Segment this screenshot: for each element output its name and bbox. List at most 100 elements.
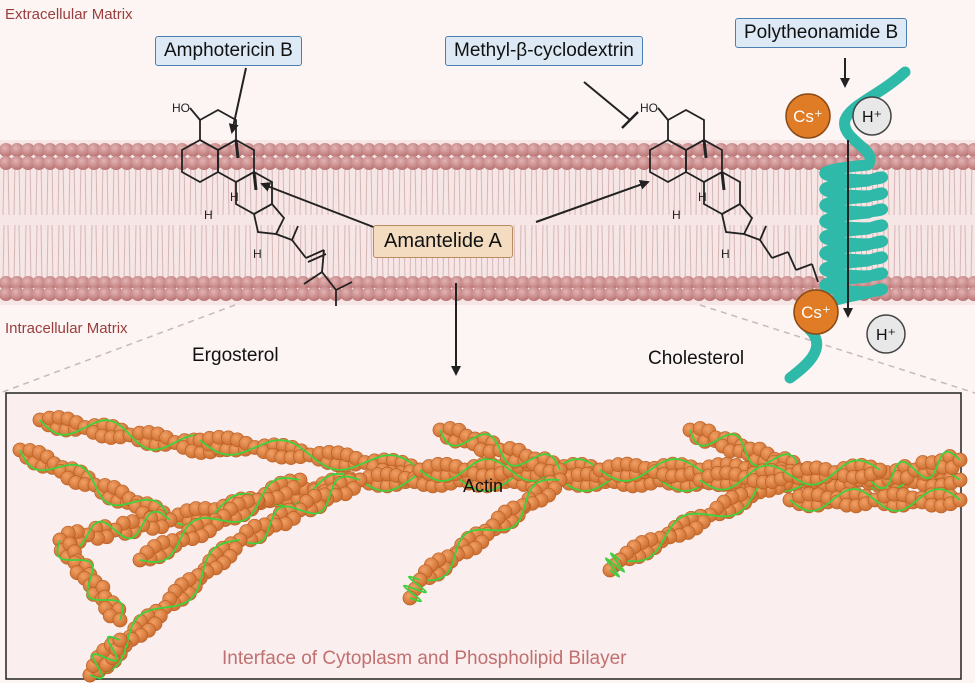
- lipid-tail: [948, 224, 956, 284]
- lipid-head: [285, 276, 299, 290]
- lipid-head: [472, 143, 486, 157]
- lipid-head: [362, 276, 376, 290]
- lipid-tail: [409, 161, 417, 216]
- lipid-head: [0, 276, 13, 290]
- lipid-tail: [574, 224, 582, 284]
- cesium-ion-label-bottom: Cs⁺: [801, 303, 831, 322]
- lipid-tail: [772, 224, 780, 284]
- actin-wrap-strand: [402, 575, 428, 603]
- lipid-head: [593, 156, 607, 170]
- lipid-head: [395, 276, 409, 290]
- actin-filament: [412, 472, 568, 588]
- lipid-head: [747, 143, 761, 157]
- lipid-tail: [57, 161, 65, 216]
- lipid-head: [406, 143, 420, 157]
- lipid-tail: [750, 161, 758, 216]
- lipid-head: [43, 143, 57, 157]
- lipid-head: [362, 156, 376, 170]
- lipid-head: [274, 287, 288, 301]
- lipid-head: [714, 156, 728, 170]
- lipid-head: [219, 276, 233, 290]
- lipid-tail: [343, 224, 351, 284]
- lipid-head: [197, 287, 211, 301]
- lipid-head: [417, 287, 431, 301]
- lipid-head: [307, 156, 321, 170]
- lipid-head: [648, 287, 662, 301]
- lipid-head: [54, 156, 68, 170]
- lipid-head: [417, 276, 431, 290]
- actin-filament: [232, 472, 368, 548]
- lipid-head: [736, 287, 750, 301]
- actin-wrap-strand: [199, 439, 421, 471]
- lipid-head: [912, 287, 926, 301]
- lipid-head: [813, 143, 827, 157]
- lipid-head: [912, 156, 926, 170]
- lipid-tail: [189, 161, 197, 216]
- lipid-head: [912, 143, 926, 157]
- lipid-head: [10, 143, 24, 157]
- actin-filament: [862, 449, 968, 491]
- lipid-head: [329, 143, 343, 157]
- lipid-tail: [893, 161, 901, 216]
- lipid-head: [923, 143, 937, 157]
- lipid-head: [725, 287, 739, 301]
- lipid-head: [230, 287, 244, 301]
- lipid-head: [967, 276, 975, 290]
- lipid-head: [87, 156, 101, 170]
- lipid-tail: [398, 161, 406, 216]
- lipid-head: [494, 287, 508, 301]
- lipid-head: [340, 143, 354, 157]
- lipid-tail: [783, 161, 791, 216]
- actin-filament: [682, 421, 808, 479]
- lipid-head: [208, 276, 222, 290]
- lipid-head: [791, 276, 805, 290]
- lipid-tail: [244, 161, 252, 216]
- lipid-tail: [706, 224, 714, 284]
- lipid-head: [527, 143, 541, 157]
- lipid-head: [164, 143, 178, 157]
- lipid-head: [494, 143, 508, 157]
- lipid-tail: [266, 224, 274, 284]
- lipid-head: [967, 156, 975, 170]
- lipid-tail: [200, 224, 208, 284]
- intracellular-matrix-label: Intracellular Matrix: [5, 320, 128, 337]
- lipid-head: [791, 156, 805, 170]
- lipid-head: [65, 156, 79, 170]
- lipid-tail: [90, 161, 98, 216]
- lipid-tail: [695, 161, 703, 216]
- lipid-tail: [35, 224, 43, 284]
- lipid-head: [956, 143, 970, 157]
- lipid-head: [582, 276, 596, 290]
- lipid-head: [890, 287, 904, 301]
- lipid-head: [241, 276, 255, 290]
- lipid-head: [142, 143, 156, 157]
- lipid-head: [186, 287, 200, 301]
- lipid-head: [802, 276, 816, 290]
- lipid-tail: [728, 224, 736, 284]
- lipid-head: [692, 287, 706, 301]
- lipid-tail: [79, 224, 87, 284]
- lipid-head: [318, 287, 332, 301]
- lipid-tail: [596, 161, 604, 216]
- cholesterol-h-text-2: H: [698, 190, 707, 204]
- lipid-tail: [673, 224, 681, 284]
- lipid-head: [780, 143, 794, 157]
- cholesterol-h-text-1: H: [672, 208, 681, 222]
- lipid-head: [120, 143, 134, 157]
- lipid-head: [76, 156, 90, 170]
- lipid-head: [505, 287, 519, 301]
- lipid-tail: [167, 161, 175, 216]
- lipid-head: [373, 287, 387, 301]
- lipid-head: [21, 156, 35, 170]
- lipid-head: [32, 287, 46, 301]
- lipid-tail: [893, 224, 901, 284]
- actin-wrap-strand: [39, 419, 221, 451]
- zoom-guide-right: [699, 304, 975, 394]
- extracellular-matrix-label: Extracellular Matrix: [5, 6, 133, 23]
- lipid-tail: [2, 224, 10, 284]
- lipid-tail: [134, 161, 142, 216]
- lipid-tail: [552, 224, 560, 284]
- lipid-head: [758, 156, 772, 170]
- lipid-head: [351, 287, 365, 301]
